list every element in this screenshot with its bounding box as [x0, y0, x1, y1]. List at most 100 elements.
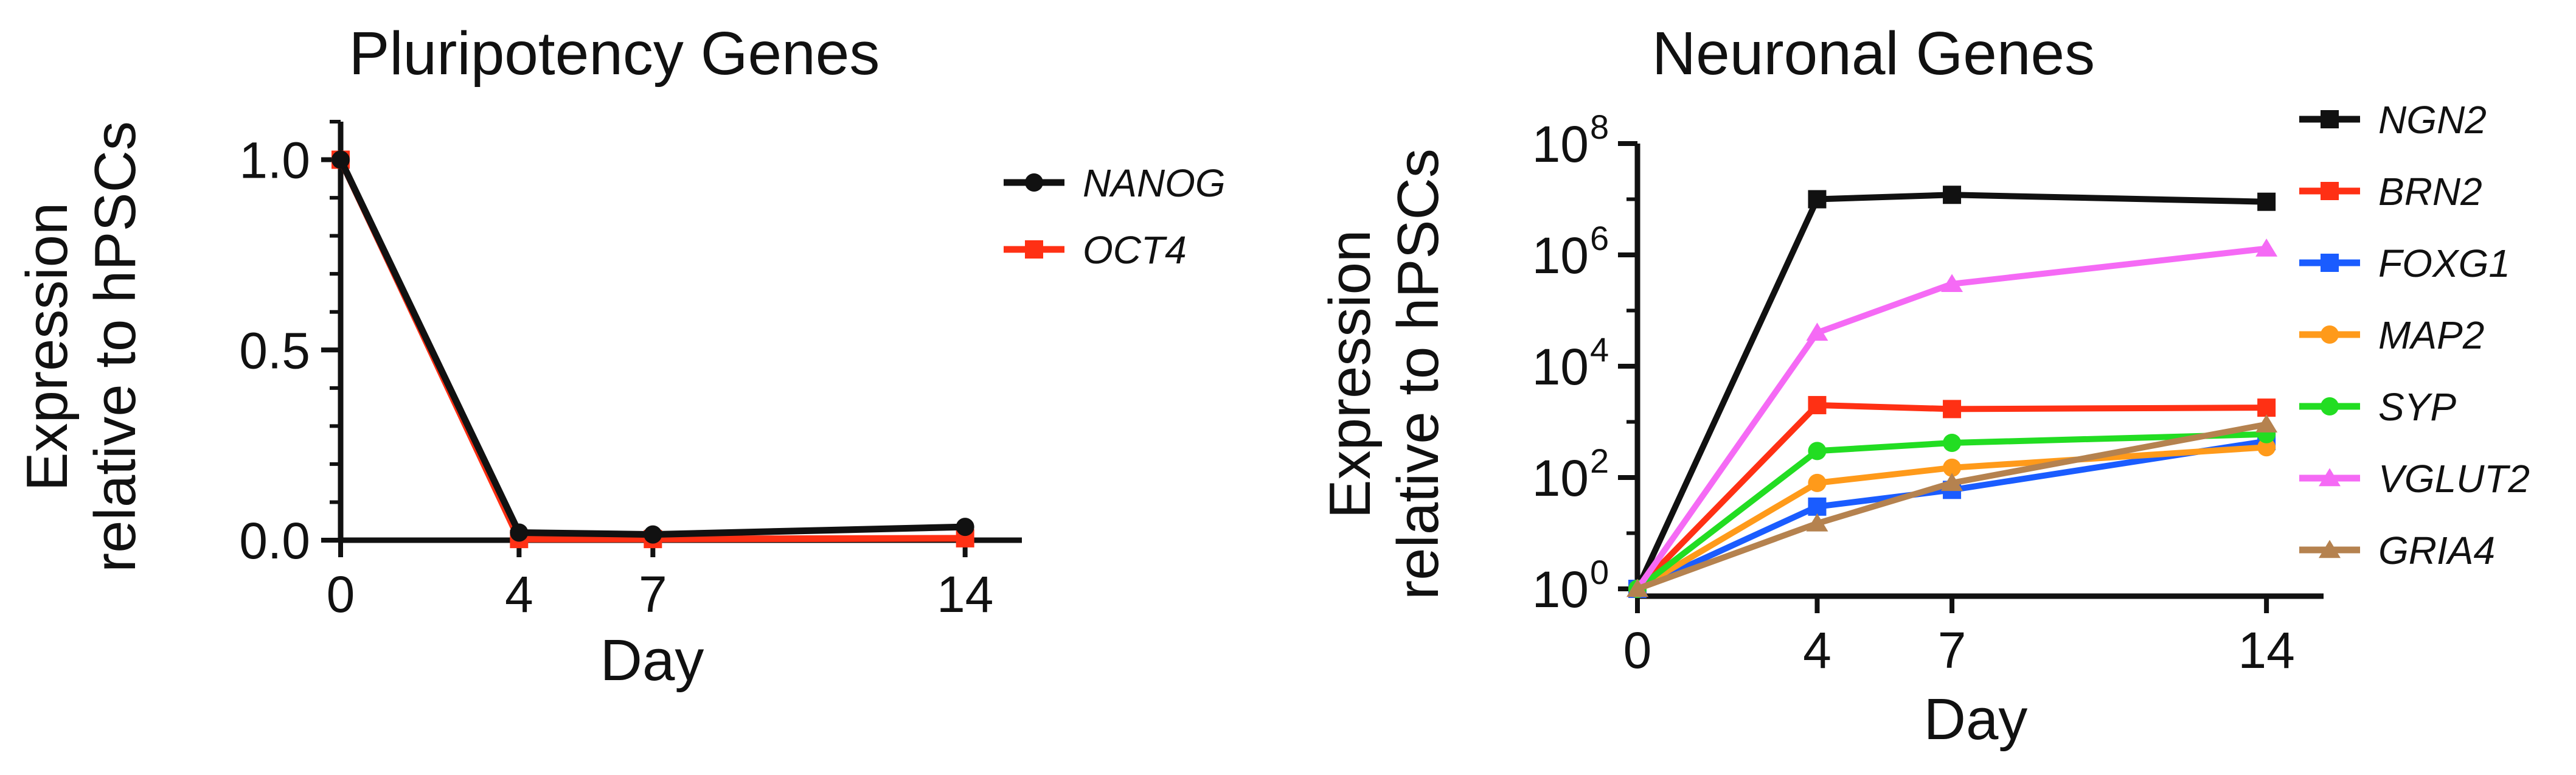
legend-item-nanog: NANOG: [1004, 161, 1226, 205]
data-point: [1808, 442, 1827, 460]
legend-item-syp: SYP: [2299, 385, 2456, 429]
x-axis-title: Day: [1924, 687, 2028, 752]
series-line: [338, 158, 965, 538]
chart-title: Neuronal Genes: [1652, 19, 2095, 88]
data-point: [1808, 395, 1827, 414]
legend-item-brn2: BRN2: [2299, 170, 2482, 214]
data-point: [2257, 398, 2276, 417]
neuronal-chart: Neuronal Genes Expression relative to hP…: [1318, 19, 2530, 752]
y-tick-label: 1.0: [239, 132, 310, 189]
x-tick-label: 14: [937, 566, 993, 623]
series-line: [1636, 444, 2267, 592]
chart-title: Pluripotency Genes: [349, 19, 880, 88]
series-foxg1: [1628, 432, 2276, 598]
y-axis-title-line2: relative to hPSCs: [1386, 148, 1451, 600]
data-point: [1941, 274, 1963, 293]
legend-label: OCT4: [1083, 228, 1187, 272]
data-point: [2257, 192, 2276, 211]
x-tick-label: 7: [639, 566, 667, 623]
data-point: [1806, 513, 1828, 532]
series-line: [1634, 245, 2267, 591]
data-point: [1808, 473, 1827, 492]
data-point: [1806, 322, 1828, 341]
x-tick-label: 4: [505, 566, 533, 623]
data-point: [2257, 438, 2276, 457]
x-axis-title: Day: [600, 628, 704, 693]
legend-item-oct4: OCT4: [1004, 228, 1187, 272]
axes: 0 4 7 14 0.0 0.5 1.0: [239, 120, 1022, 623]
legend-item-foxg1: FOXG1: [2299, 242, 2510, 285]
data-point: [1808, 190, 1827, 209]
data-point: [2255, 238, 2278, 257]
y-tick-exponent: 0: [1590, 553, 1609, 591]
legend-label: SYP: [2378, 385, 2456, 429]
y-axis-title-line2: relative to hPSCs: [83, 121, 148, 572]
x-tick-label: 7: [1938, 622, 1967, 679]
series-line: [1635, 402, 2267, 591]
pluripotency-chart: Pluripotency Genes Expression relative t…: [15, 19, 1226, 693]
data-point: [1943, 458, 1962, 477]
data-point: [956, 518, 974, 537]
legend-swatch-marker: [1025, 173, 1043, 192]
legend: NANOG OCT4: [1004, 161, 1226, 272]
x-tick-label: 14: [2238, 622, 2294, 679]
x-tick-label: 0: [327, 566, 355, 623]
y-axis-title-line1: Expression: [1318, 230, 1383, 519]
legend-swatch-marker: [1025, 240, 1043, 259]
y-tick-label: 10: [1532, 450, 1589, 507]
y-tick-label: 10: [1532, 227, 1589, 284]
series-map2: [1628, 438, 2276, 598]
y-tick-label: 10: [1532, 116, 1589, 173]
legend-label: BRN2: [2378, 170, 2482, 214]
y-tick-exponent: 2: [1590, 442, 1609, 480]
legend-item-vglut2: VGLUT2: [2299, 457, 2530, 501]
legend-swatch-marker: [2321, 397, 2339, 415]
legend-label: GRIA4: [2378, 529, 2495, 572]
y-tick-exponent: 6: [1590, 219, 1609, 257]
y-tick-label: 0.0: [239, 512, 310, 569]
legend-swatch-marker: [2321, 182, 2339, 200]
data-point: [2255, 414, 2278, 433]
legend-label: FOXG1: [2378, 242, 2510, 285]
series-line: [1634, 192, 2267, 591]
series-line: [1635, 431, 2267, 591]
legend-swatch-marker: [2319, 468, 2341, 487]
data-point: [1626, 579, 1648, 597]
legend-label: NGN2: [2378, 98, 2487, 142]
y-tick-exponent: 4: [1590, 330, 1609, 369]
legend-swatch-marker: [2319, 540, 2341, 558]
x-tick-label: 4: [1803, 622, 1831, 679]
series-gria4: [1626, 414, 2278, 597]
legend-item-gria4: GRIA4: [2299, 529, 2495, 572]
series-line: [1636, 421, 2268, 592]
series-nanog: [332, 150, 974, 544]
data-point: [510, 523, 529, 542]
legend-label: VGLUT2: [2378, 457, 2530, 501]
data-point: [1943, 186, 1962, 204]
data-point: [1943, 400, 1962, 419]
y-tick-label: 10: [1532, 338, 1589, 395]
y-axis-title-line1: Expression: [15, 203, 80, 492]
y-tick-label: 10: [1532, 561, 1589, 618]
data-point: [1808, 497, 1827, 516]
y-tick-label: 0.5: [239, 322, 310, 379]
plot-area: [1626, 186, 2278, 598]
data-point: [644, 525, 662, 544]
data-point: [1941, 473, 1963, 492]
legend-swatch-marker: [2321, 254, 2339, 272]
legend-swatch-marker: [2321, 325, 2339, 344]
legend-label: MAP2: [2378, 313, 2484, 357]
data-point: [1943, 433, 1962, 452]
legend-label: NANOG: [1083, 161, 1226, 205]
data-point: [332, 150, 350, 169]
legend-swatch-marker: [2321, 110, 2339, 128]
x-tick-label: 0: [1623, 622, 1652, 679]
plot-area: [332, 150, 974, 549]
legend-item-map2: MAP2: [2299, 313, 2484, 357]
legend-item-ngn2: NGN2: [2299, 98, 2487, 142]
y-tick-exponent: 8: [1590, 108, 1609, 146]
series-line: [1636, 438, 2267, 592]
